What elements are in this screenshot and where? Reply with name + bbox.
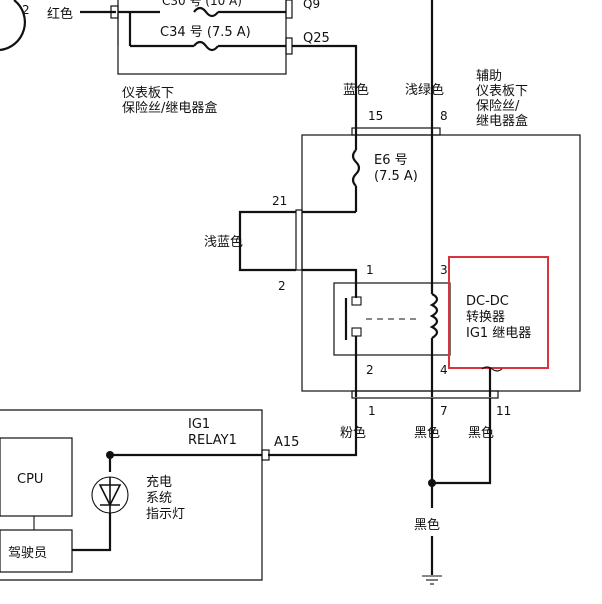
fuse-c30-label: C30 号 (10 A) [162,0,242,8]
blue-wire-top [292,44,358,128]
aux-box-label-3: 保险丝/ [476,99,520,114]
wire-color-light-blue: 浅蓝色 [204,234,243,250]
pin-21: 21 [272,194,287,208]
aux-box-label-1: 辅助 [476,69,502,84]
charge-label-3: 指示灯 [146,507,185,522]
relay-label-1: DC-DC [466,294,509,309]
connector-top [351,127,441,136]
aux-box-label-2: 仪表板下 [476,84,528,99]
top-section: 2 红色 C30 号 (10 A) C34 号 (7.5 A) Q9 Q25 仪… [0,0,434,128]
ground-icon [422,575,442,585]
wire-color-black-1: 黑色 [414,425,440,441]
bottom-section: 1 7 11 粉色 黑色 黑色 A15 黑色 IG1 RELAY1 CPU 驾驶… [0,398,511,585]
connector-q25-box [285,37,293,55]
fuse-e6-symbol [351,149,361,187]
pin-bottom-11: 11 [496,404,511,418]
relay-pin-1: 1 [366,263,374,277]
wire-color-black-2: 黑色 [468,425,494,441]
driver-label: 驾驶员 [8,546,47,561]
pin-bottom-7: 7 [440,404,448,418]
highlight-box [448,256,549,369]
wire-color-red: 红色 [47,6,73,22]
light-blue-loop [238,210,296,272]
pin-8: 8 [440,109,448,123]
charge-indicator-led-icon [91,476,129,514]
meter-circle-partial [0,0,26,52]
pin-2-left: 2 [278,279,286,293]
relay-label-2: 转换器 [466,310,505,325]
pin-15: 15 [368,109,383,123]
wire-color-blue: 蓝色 [343,82,369,98]
wire-color-black-3: 黑色 [414,517,440,533]
relay-pin-2: 2 [366,363,374,377]
relay-coil-symbol [429,293,439,339]
cpu-label: CPU [17,472,43,487]
connector-q9: Q9 [303,0,320,11]
relay-label-3: IG1 继电器 [466,326,531,341]
connector-left-aux [295,209,303,271]
small-fuse-symbol [481,366,503,372]
wire-color-pink: 粉色 [340,425,366,441]
pin-top-left: 2 [22,3,30,17]
pin-bottom-1: 1 [368,404,376,418]
fuse-c30-symbol [193,6,219,18]
fuse-e6-label: E6 号 [374,153,408,168]
aux-box-label-4: 继电器盒 [476,113,528,129]
relay-pin-3: 3 [440,263,448,277]
fuse-e6-rating: (7.5 A) [374,169,418,184]
fuse-c34-label: C34 号 (7.5 A) [160,25,251,40]
aux-fuse-relay-box: 蓝色 浅绿色 辅助 仪表板下 保险丝/ 继电器盒 15 8 E6 号 (7.5 … [204,69,581,399]
relay-pin-4: 4 [440,363,448,377]
cpu-box [0,437,73,517]
charge-label-2: 系统 [146,491,172,506]
connector-q25: Q25 [303,31,330,46]
fuse-c34-symbol [193,40,219,52]
under-dash-label-1: 仪表板下 [122,86,174,101]
module-label-ig1: IG1 [188,417,210,432]
connector-bottom [351,390,499,399]
wire-color-light-green: 浅绿色 [405,82,444,98]
under-dash-label-2: 保险丝/继电器盒 [122,100,217,116]
charge-label-1: 充电 [146,474,172,490]
pink-wire [268,398,358,457]
connector-a15: A15 [274,435,299,450]
ecu-module-outline [0,409,263,581]
module-label-relay1: RELAY1 [188,433,237,448]
